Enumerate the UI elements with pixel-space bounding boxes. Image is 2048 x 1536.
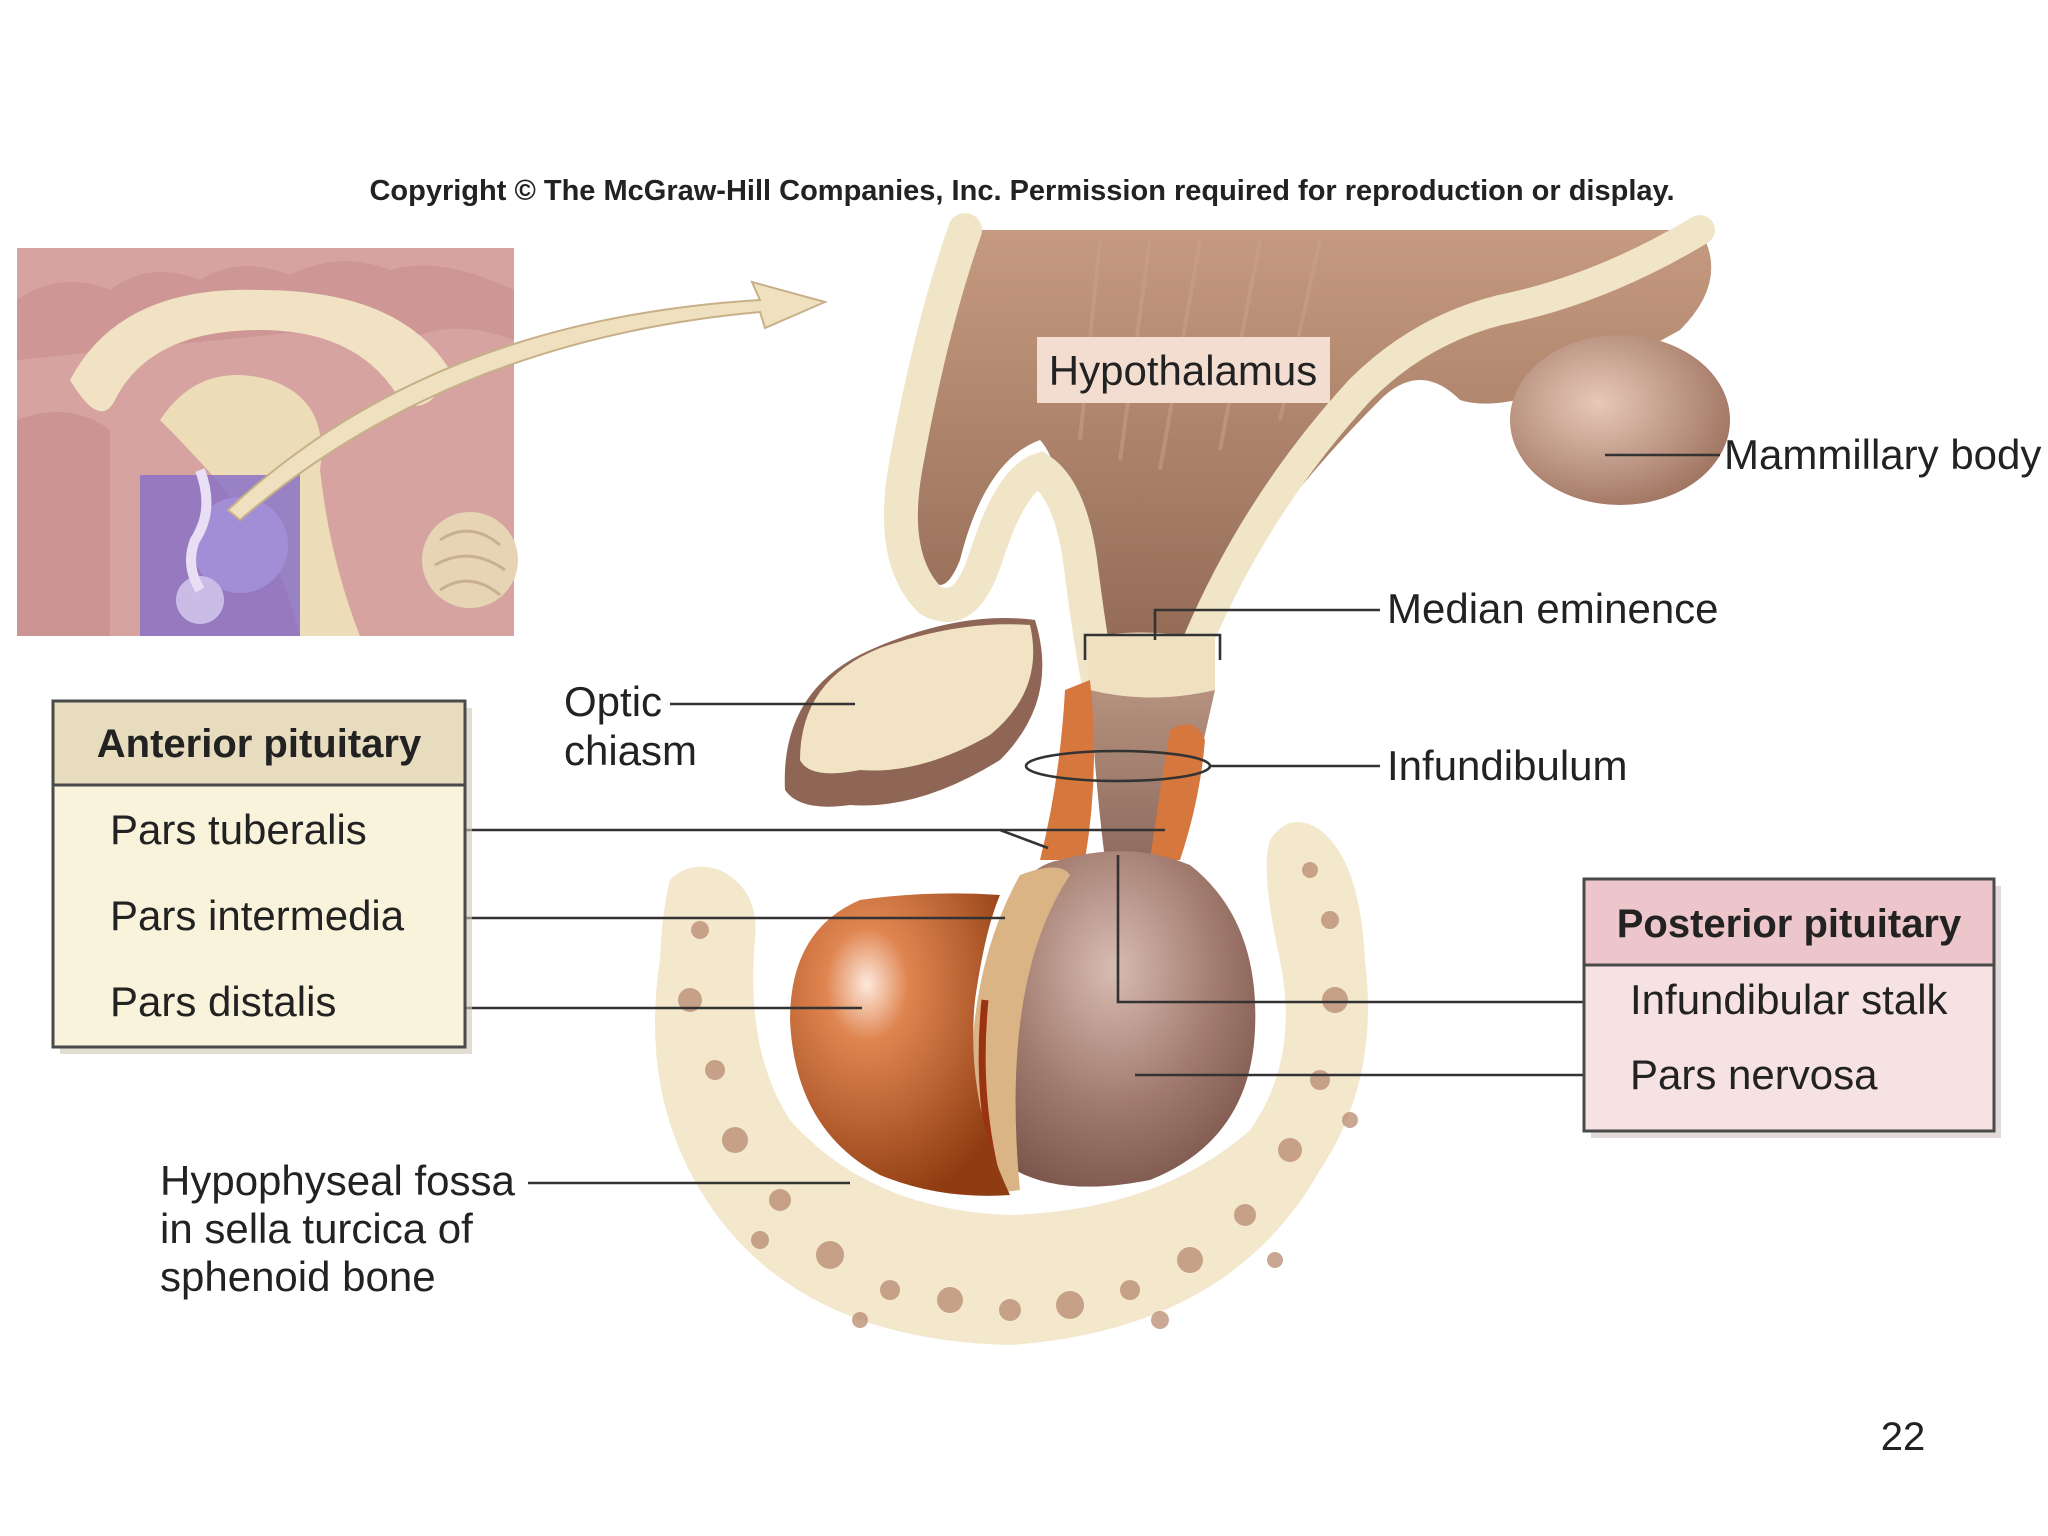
- pars-tuberalis-leader: [372, 828, 1049, 850]
- hypophyseal-fossa-label-line1: Hypophyseal fossa: [160, 1157, 516, 1204]
- posterior-pituitary-box: Posterior pituitary Infundibular stalk P…: [1582, 877, 2001, 1138]
- pars-intermedia: [971, 867, 1070, 1195]
- brain-inset: [17, 248, 518, 636]
- pars-intermedia-label: Pars intermedia: [110, 892, 405, 939]
- hypophyseal-fossa-label-line3: sphenoid bone: [160, 1253, 436, 1300]
- copyright-notice: Copyright © The McGraw-Hill Companies, I…: [369, 175, 1674, 207]
- median-eminence-bracket: [1083, 633, 1222, 660]
- pars-tuberalis: [1040, 680, 1094, 860]
- optic-chiasm: [784, 618, 1043, 807]
- optic-chiasm-label-line2: chiasm: [564, 727, 697, 774]
- posterior-pituitary-title: Posterior pituitary: [1617, 902, 1962, 946]
- mammillary-body: [1510, 335, 1730, 505]
- pars-nervosa: [996, 851, 1256, 1187]
- optic-chiasm-label-line1: Optic: [564, 678, 662, 725]
- infundibular-stalk-leader: [1116, 855, 1612, 1004]
- hypothalamus-label: Hypothalamus: [1049, 347, 1317, 394]
- pars-tuberalis-right: [1150, 724, 1205, 860]
- pars-distalis-label: Pars distalis: [110, 978, 336, 1025]
- infundibulum-label: Infundibulum: [1387, 742, 1628, 789]
- pointer-arrow: [226, 280, 829, 522]
- pars-distalis: [790, 893, 1010, 1196]
- infundibular-stalk-label: Infundibular stalk: [1630, 976, 1949, 1023]
- anterior-pituitary-title: Anterior pituitary: [97, 722, 422, 766]
- hypothalamus-label-bg: [1037, 337, 1330, 403]
- mammillary-body-label: Mammillary body: [1724, 431, 2041, 478]
- median-eminence-leader: [1153, 608, 1380, 640]
- pars-nervosa-label: Pars nervosa: [1630, 1051, 1878, 1098]
- sphenoid-bone: [655, 822, 1368, 1345]
- median-eminence: [1085, 632, 1215, 698]
- pars-tuberalis-label: Pars tuberalis: [110, 806, 367, 853]
- page-number: 22: [1881, 1415, 1926, 1459]
- median-eminence-label: Median eminence: [1387, 585, 1719, 632]
- anterior-pituitary-box: Anterior pituitary Pars tuberalis Pars i…: [51, 699, 472, 1054]
- hypophyseal-fossa-label-line2: in sella turcica of: [160, 1205, 473, 1252]
